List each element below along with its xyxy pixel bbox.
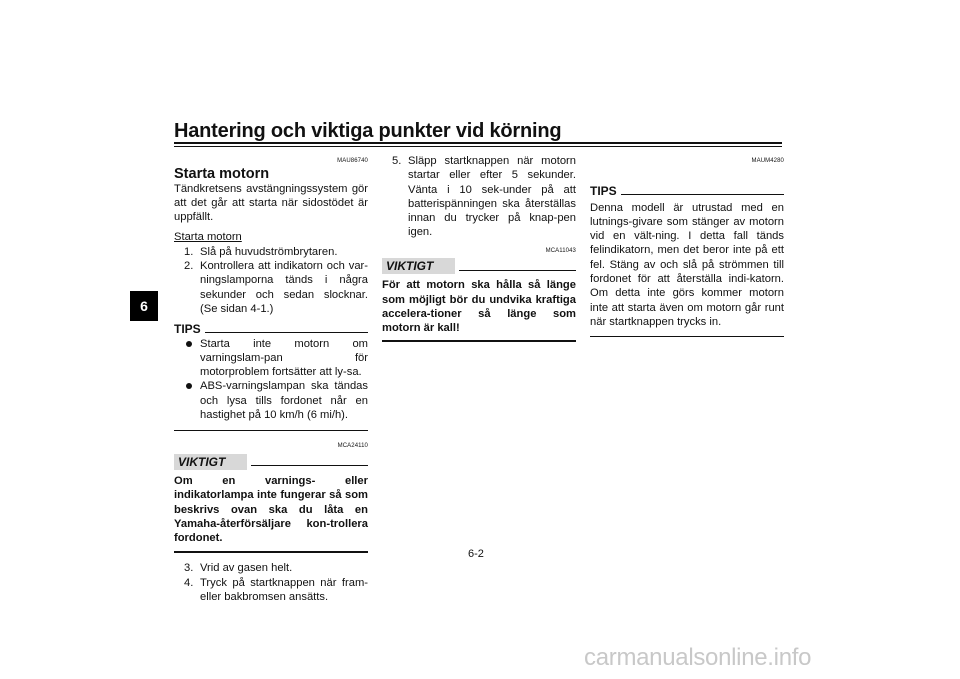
page-number: 6-2 [468, 548, 484, 560]
notice-end-rule [382, 339, 576, 342]
column-2: 5.Släpp startknappen när motorn startar … [382, 154, 576, 342]
tips-bullet: ABS-varningslampan ska tändas och lysa t… [174, 379, 368, 422]
header-rule-thin [174, 146, 782, 147]
column-1: MAU86740 Starta motorn Tändkretsens avst… [174, 154, 368, 604]
notice-header: VIKTIGT [174, 453, 368, 470]
notice-end-rule [174, 551, 368, 554]
tips-header: TIPS [590, 184, 784, 198]
column-3: MAUM4280 TIPS Denna modell är utrustad m… [590, 154, 784, 338]
page-title: Hantering och viktiga punkter vid körnin… [174, 120, 562, 142]
tips-header: TIPS [174, 322, 368, 336]
notice-code: MCA24110 [337, 443, 368, 450]
header-rule [174, 142, 782, 144]
notice-code: MCA11043 [545, 247, 576, 254]
notice-text: För att motorn ska hålla så länge som mö… [382, 279, 576, 335]
notice-text: Om en varnings- eller indikatorlampa int… [174, 474, 368, 545]
step-item: 1.Slå på huvudströmbrytaren. [184, 245, 338, 258]
tips-bullet: Starta inte motorn om varningslam-pan fö… [174, 337, 368, 380]
tips-paragraph: Denna modell är utrustad med en lutnings… [590, 201, 784, 328]
step-item: 4.Tryck på startknappen när fram- eller … [184, 576, 368, 604]
subheading: Starta motorn [174, 231, 242, 244]
tips-end-rule [174, 430, 368, 432]
section-code: MAU86740 [337, 158, 368, 164]
step-item: 5.Släpp startknappen när motorn startar … [392, 155, 576, 239]
tips-end-rule [590, 336, 784, 338]
step-item: 2.Kontrollera att indikatorn och var-nin… [184, 260, 368, 315]
section-heading: Starta motorn [174, 166, 270, 183]
step-item: 3.Vrid av gasen helt. [184, 562, 293, 575]
section-code: MAUM4280 [751, 158, 784, 164]
watermark: carmanualsonline.info [584, 644, 812, 671]
chapter-tab: 6 [130, 291, 158, 321]
notice-header: VIKTIGT [382, 258, 576, 275]
intro-paragraph: Tändkretsens avstängningssystem gör att … [174, 182, 368, 224]
